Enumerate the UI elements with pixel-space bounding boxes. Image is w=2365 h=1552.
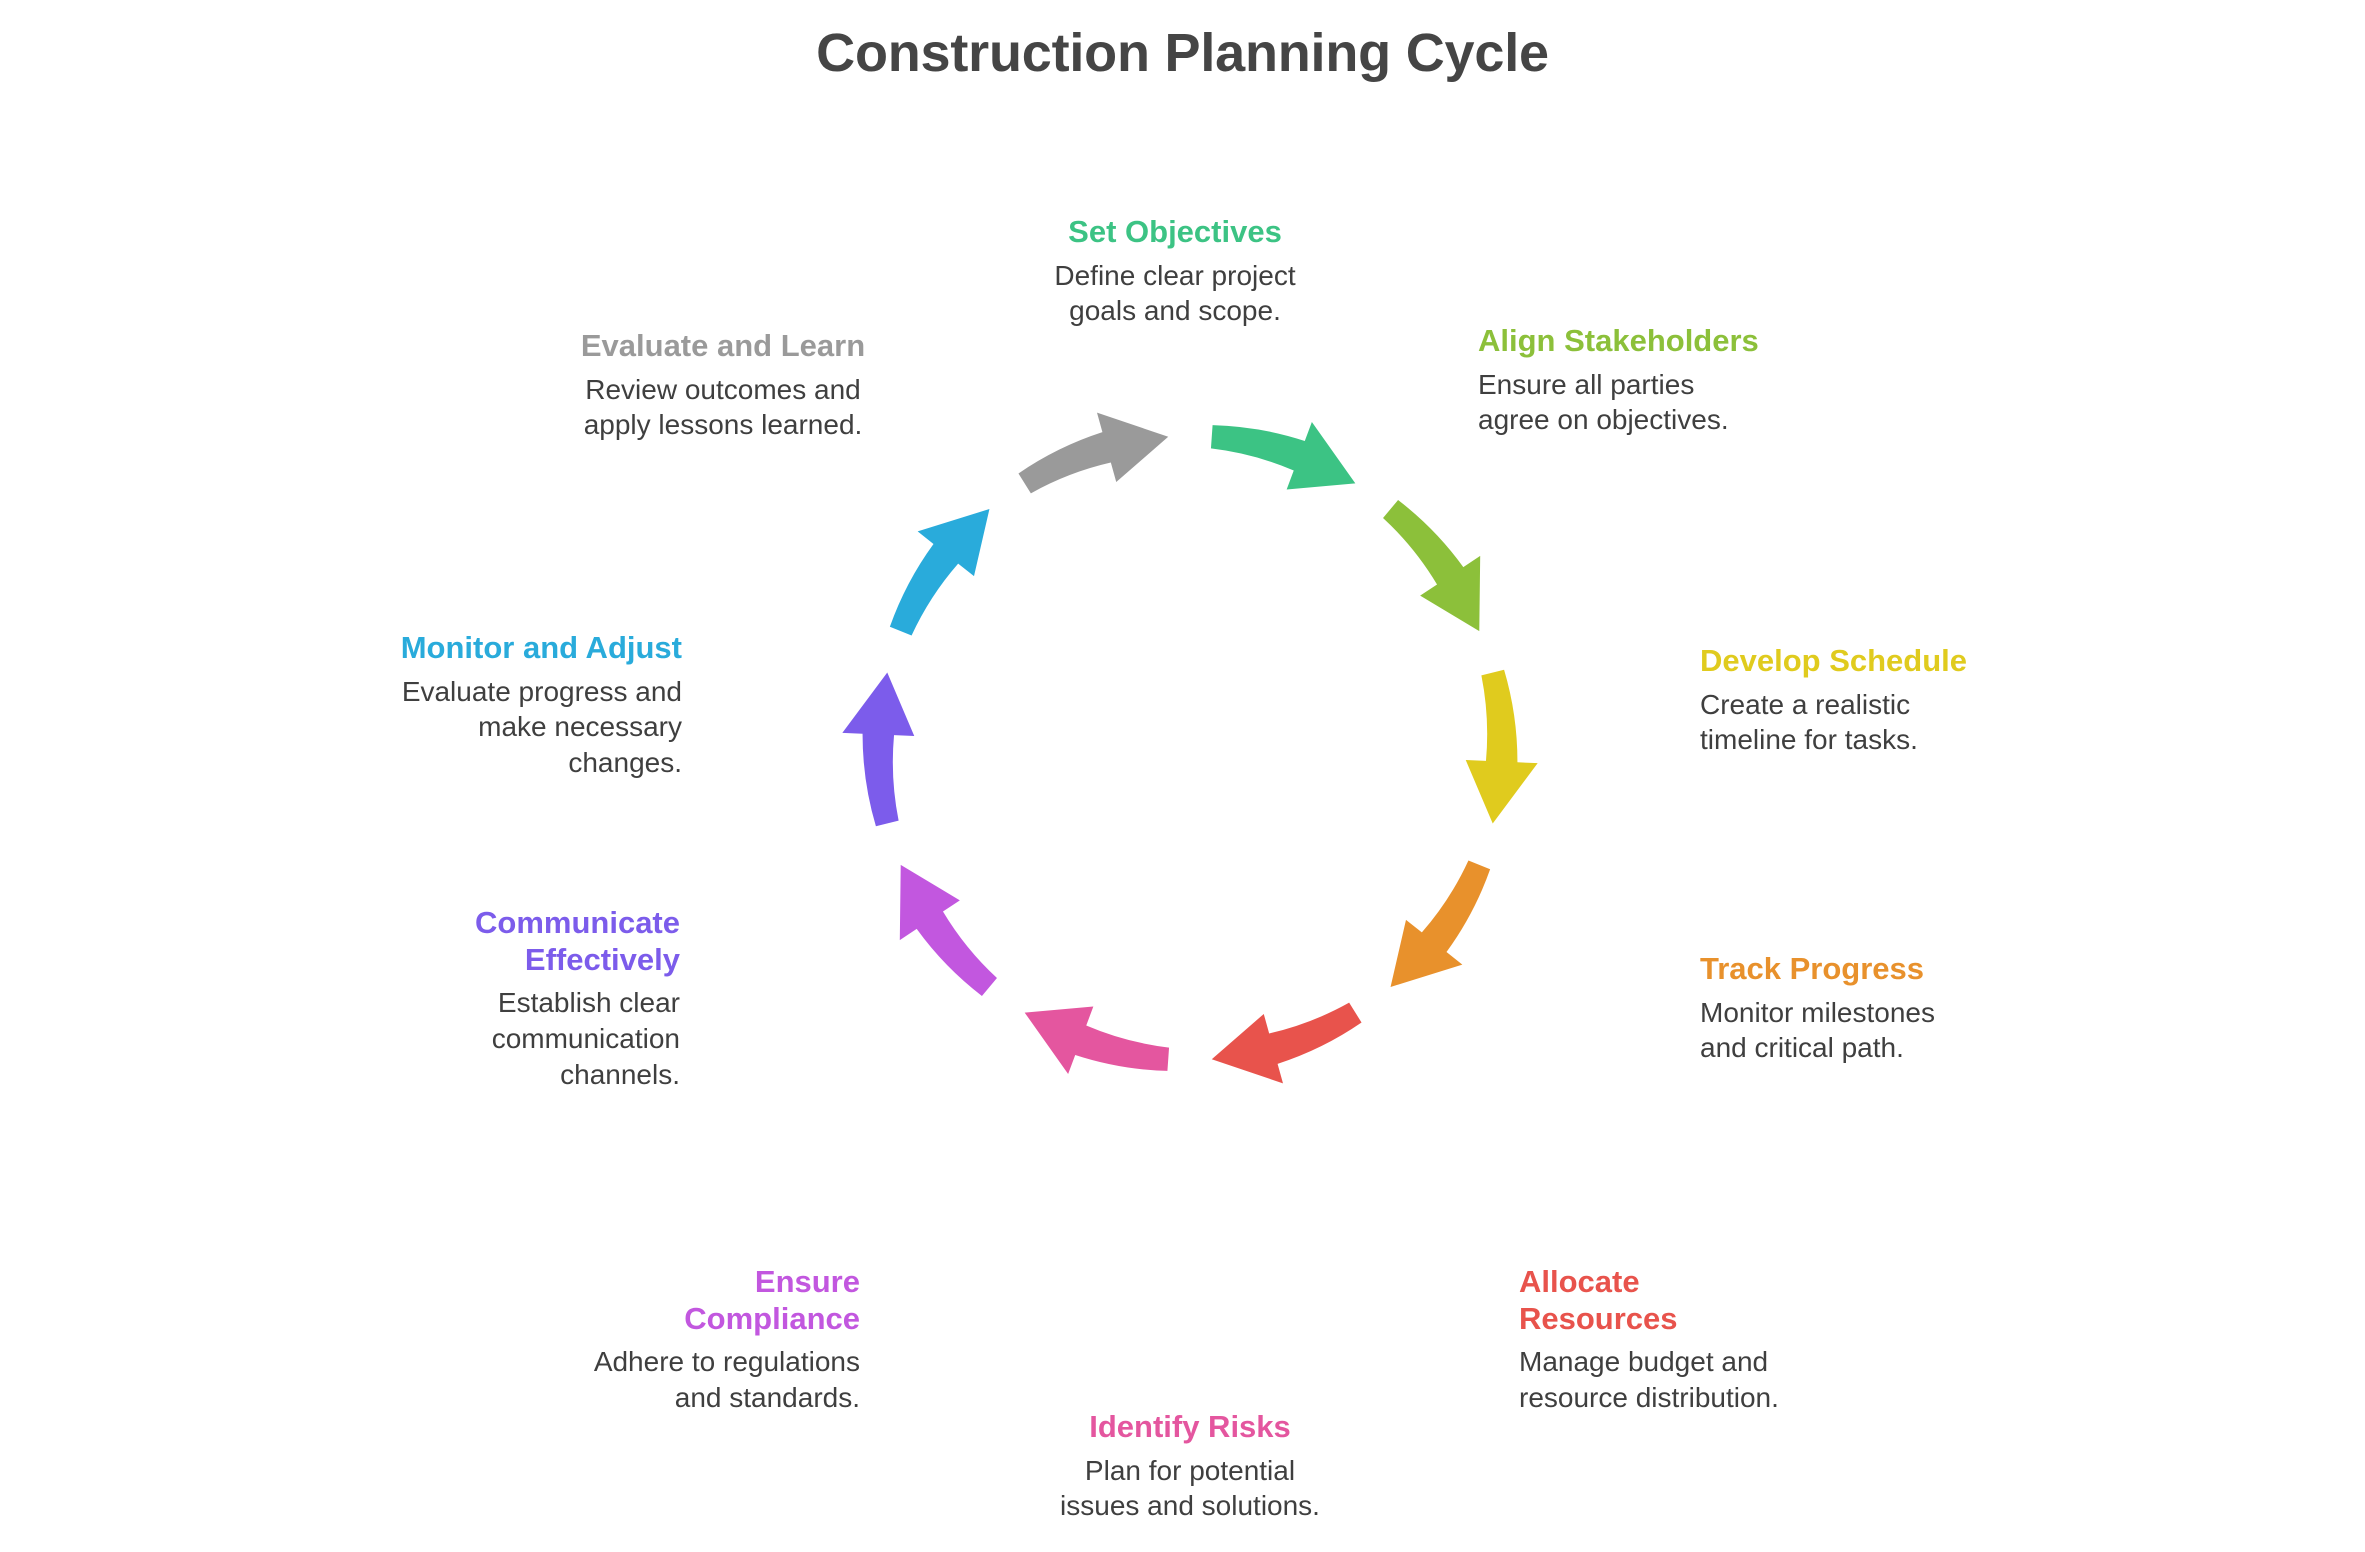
cycle-arrow-1 xyxy=(1210,422,1356,490)
cycle-step-title: Allocate Resources xyxy=(1519,1264,1678,1336)
cycle-step-description: Plan for potential issues and solutions. xyxy=(1060,1454,1320,1522)
cycle-step-title: Align Stakeholders xyxy=(1478,323,1759,358)
cycle-step-description: Adhere to regulations and standards. xyxy=(593,1346,860,1413)
cycle-step-description: Manage budget and resource distribution. xyxy=(1519,1346,1779,1413)
cycle-step-title: Track Progress xyxy=(1700,951,1925,986)
cycle-step-description: Monitor milestones and critical path. xyxy=(1700,996,1935,1064)
cycle-arrow-9 xyxy=(889,508,990,636)
cycle-step-description: Review outcomes and apply lessons learne… xyxy=(583,373,863,441)
cycle-step-description: Define clear project goals and scope. xyxy=(1054,259,1296,327)
cycle-step-title: Communicate Effectively xyxy=(475,905,680,977)
cycle-arrow-10 xyxy=(1018,412,1169,494)
cycle-arrow-3 xyxy=(1465,669,1538,824)
cycle-arrow-7 xyxy=(899,864,997,996)
cycle-step-title: Develop Schedule xyxy=(1700,643,1968,678)
cycle-arrow-2 xyxy=(1383,500,1481,632)
cycle-step-title: Monitor and Adjust xyxy=(400,630,682,665)
cycle-step-title: Set Objectives xyxy=(1068,214,1282,249)
cycle-arrow-5 xyxy=(1211,1002,1362,1084)
cycle-step-description: Ensure all parties agree on objectives. xyxy=(1478,368,1729,436)
cycle-step-title: Ensure Compliance xyxy=(684,1264,860,1336)
cycle-step-description: Establish clear communication channels. xyxy=(491,987,680,1090)
cycle-step-title: Evaluate and Learn xyxy=(580,328,866,363)
cycle-step-title: Identify Risks xyxy=(1089,1409,1291,1444)
cycle-arrow-8 xyxy=(842,672,915,827)
page-title: Construction Planning Cycle xyxy=(816,23,1549,83)
cycle-step-description: Evaluate progress and make necessary cha… xyxy=(401,675,682,779)
cycle-arrow-4 xyxy=(1390,860,1491,988)
cycle-step-description: Create a realistic timeline for tasks. xyxy=(1700,688,1918,756)
cycle-arrow-6 xyxy=(1024,1006,1170,1074)
